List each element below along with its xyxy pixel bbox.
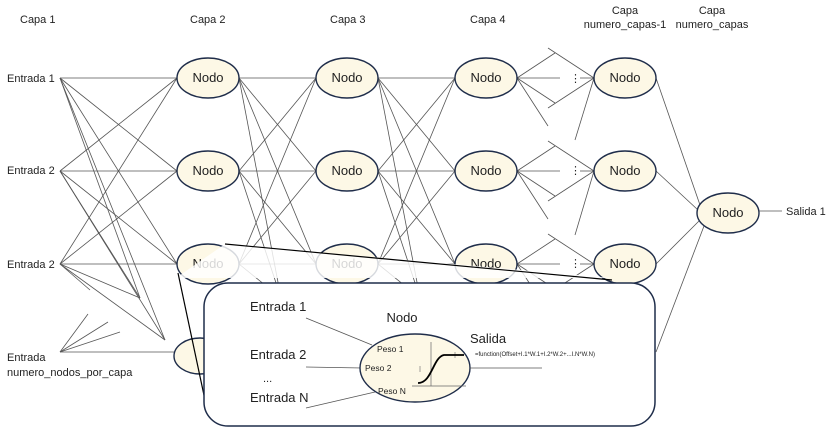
connection-line-67 bbox=[655, 77, 701, 206]
connection-line-69 bbox=[655, 219, 701, 265]
node-l5-2 bbox=[593, 150, 657, 192]
connection-line-65 bbox=[574, 77, 595, 141]
detail-line-2 bbox=[305, 366, 363, 369]
detail-input-n: Entrada N bbox=[250, 390, 309, 405]
connection-line-17 bbox=[59, 321, 109, 353]
layer-4-label: Capa 4 bbox=[470, 14, 505, 26]
ellipsis-1: ⋮ bbox=[570, 73, 581, 85]
layer-last-label: Capa bbox=[699, 5, 726, 17]
connection-line-24 bbox=[238, 77, 317, 172]
connection-line-57 bbox=[547, 77, 595, 109]
connection-line-15 bbox=[59, 263, 91, 291]
connection-line-41 bbox=[377, 170, 456, 265]
connection-line-12 bbox=[59, 170, 178, 265]
connection-line-3 bbox=[59, 77, 141, 299]
detail-input-1: Entrada 1 bbox=[250, 299, 306, 314]
weight-2: Peso 2 bbox=[365, 363, 392, 373]
layer-last-sublabel: numero_capas bbox=[676, 19, 749, 31]
zoom-edge-left bbox=[177, 272, 206, 401]
detail-formula: =function(Offset+I.1*W.1+I.2*W.2+...I.N*… bbox=[475, 352, 595, 358]
input-3-label: Entrada 2 bbox=[7, 259, 55, 271]
detail-line-n bbox=[305, 391, 376, 409]
connection-line-6 bbox=[59, 77, 178, 172]
connection-line-18 bbox=[59, 331, 121, 353]
node-l4-2-label: Nodo bbox=[470, 163, 501, 178]
connection-line-49 bbox=[516, 170, 556, 197]
ellipsis-2: ⋮ bbox=[570, 165, 581, 177]
input-n-label: Entrada bbox=[7, 352, 46, 364]
node-l3-2 bbox=[315, 150, 379, 192]
layer-2-label: Capa 2 bbox=[190, 14, 225, 26]
node-l3-2-label: Nodo bbox=[331, 163, 362, 178]
node-l3-1-label: Nodo bbox=[331, 70, 362, 85]
connection-line-47 bbox=[516, 77, 549, 127]
connection-line-40 bbox=[377, 77, 456, 265]
node-l2-2 bbox=[176, 150, 240, 192]
zoom-triangle bbox=[176, 244, 612, 278]
input-2-label: Entrada 2 bbox=[7, 165, 55, 177]
connection-line-61 bbox=[547, 140, 595, 172]
node-l3-1 bbox=[315, 57, 379, 99]
connection-line-51 bbox=[516, 170, 549, 220]
input-1-label: Entrada 1 bbox=[7, 73, 55, 85]
node-l2-2-label: Nodo bbox=[192, 163, 223, 178]
zoom-edge-right bbox=[224, 243, 613, 281]
connection-line-45 bbox=[516, 77, 556, 104]
connection-line-66 bbox=[574, 170, 595, 236]
connection-line-46 bbox=[516, 52, 556, 79]
output-node bbox=[696, 192, 760, 234]
connection-line-9 bbox=[59, 170, 166, 341]
node-l4-1-label: Nodo bbox=[470, 70, 501, 85]
connection-line-13 bbox=[59, 263, 141, 299]
detail-line-1 bbox=[305, 317, 373, 346]
node-l2-1-label: Nodo bbox=[192, 70, 223, 85]
connection-line-4 bbox=[59, 77, 166, 341]
output-node-label: Nodo bbox=[712, 205, 743, 220]
input-n-sublabel: numero_nodos_por_capa bbox=[7, 367, 133, 379]
layer-penultimate-label: Capa bbox=[612, 5, 639, 17]
layer-3-label: Capa 3 bbox=[330, 14, 365, 26]
connection-line-16 bbox=[59, 313, 89, 353]
node-l5-1-label: Nodo bbox=[609, 70, 640, 85]
connection-line-68 bbox=[655, 170, 699, 211]
connection-line-14 bbox=[59, 263, 166, 341]
layer-penultimate-sublabel: numero_capas-1 bbox=[584, 19, 667, 31]
layer-1-label: Capa 1 bbox=[20, 14, 55, 26]
connection-line-64 bbox=[547, 233, 595, 265]
weight-1: Peso 1 bbox=[377, 344, 404, 354]
connection-line-60 bbox=[547, 170, 595, 202]
ellipsis-3: ⋮ bbox=[570, 258, 581, 270]
weight-n: Peso N bbox=[378, 386, 406, 396]
node-l5-1 bbox=[593, 57, 657, 99]
connections bbox=[59, 47, 705, 353]
connection-line-58 bbox=[547, 47, 595, 79]
detail-dots: ... bbox=[263, 373, 272, 385]
detail-title: Nodo bbox=[386, 310, 417, 325]
connection-line-70 bbox=[655, 225, 705, 353]
node-l4-1 bbox=[454, 57, 518, 99]
node-l5-3-label: Nodo bbox=[609, 256, 640, 271]
output-label: Salida 1 bbox=[786, 206, 826, 218]
node-l2-1 bbox=[176, 57, 240, 99]
connection-line-50 bbox=[516, 145, 556, 172]
detail-input-2: Entrada 2 bbox=[250, 347, 306, 362]
connection-line-28 bbox=[238, 77, 317, 265]
connection-line-36 bbox=[377, 77, 456, 172]
node-l4-2 bbox=[454, 150, 518, 192]
connection-line-54 bbox=[516, 238, 556, 265]
detail-output-label: Salida bbox=[470, 331, 507, 346]
activation-curve bbox=[417, 354, 464, 384]
connection-line-11 bbox=[59, 77, 178, 265]
node-l5-2-label: Nodo bbox=[609, 163, 640, 178]
